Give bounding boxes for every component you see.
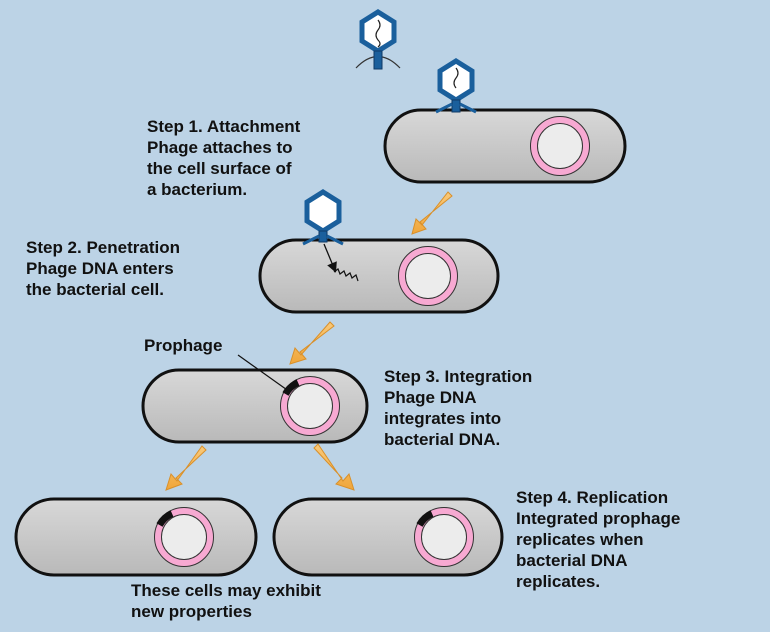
bacterium-cell-3 <box>141 368 369 444</box>
step1-title: Step 1. Attachment <box>147 117 301 136</box>
arrow-step3-to-right-cell-icon <box>313 443 355 491</box>
arrow-step2-to-step3-icon <box>289 321 335 365</box>
step4-line1: Integrated prophage <box>516 509 681 528</box>
arrow-step1-to-step2-icon <box>411 191 453 235</box>
daughter-cell-right <box>272 497 504 577</box>
outcome-caption: These cells may exhibit new properties <box>131 580 321 622</box>
prophage-pointer-line <box>237 354 291 393</box>
step3-caption: Step 3. Integration Phage DNA integrates… <box>384 366 532 450</box>
prophage-label: Prophage <box>144 336 223 355</box>
penetrating-phage-icon <box>302 189 359 282</box>
step4-title: Step 4. Replication <box>516 488 669 507</box>
bacterium-cell-2 <box>258 238 500 314</box>
step3-line1: Phage DNA <box>384 388 477 407</box>
step3-title: Step 3. Integration <box>384 367 533 386</box>
step4-line3: bacterial DNA <box>516 551 628 570</box>
step3-line3: bacterial DNA. <box>384 430 501 449</box>
step2-line1: Phage DNA enters <box>26 259 174 278</box>
step4-line2: replicates when <box>516 530 644 549</box>
step1-line2: the cell surface of <box>147 159 292 178</box>
outcome-line2: new properties <box>131 602 252 621</box>
bacterium-cell-1 <box>383 108 627 184</box>
step2-line2: the bacterial cell. <box>26 280 164 299</box>
free-phage-icon <box>355 9 401 70</box>
daughter-cell-left <box>14 497 258 577</box>
step2-title: Step 2. Penetration <box>26 238 180 257</box>
arrow-step3-to-left-cell-icon <box>165 445 207 491</box>
step3-line2: integrates into <box>384 409 502 428</box>
step4-caption: Step 4. Replication Integrated prophage … <box>516 487 680 592</box>
step2-caption: Step 2. Penetration Phage DNA enters the… <box>26 237 180 300</box>
attached-phage-icon <box>435 58 477 114</box>
step4-line4: replicates. <box>516 572 601 591</box>
outcome-line1: These cells may exhibit <box>131 581 321 600</box>
step1-line1: Phage attaches to <box>147 138 293 157</box>
step1-line3: a bacterium. <box>147 180 248 199</box>
step1-caption: Step 1. Attachment Phage attaches to the… <box>147 116 300 200</box>
